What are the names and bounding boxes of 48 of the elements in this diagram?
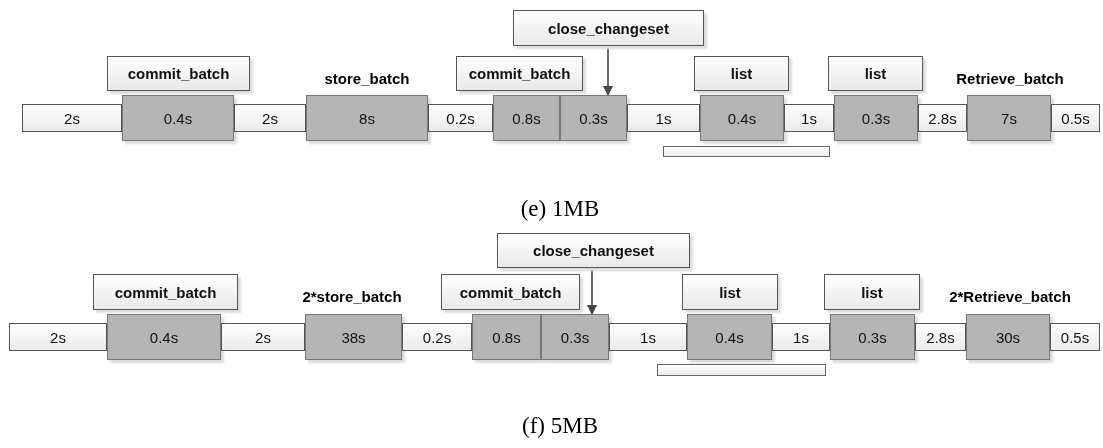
wait-segment: 0.5s xyxy=(1050,323,1100,351)
call-box: list xyxy=(824,274,920,310)
call-segment: 0.3s xyxy=(541,314,609,360)
call-segment: 0.3s xyxy=(830,314,915,360)
call-box: list xyxy=(694,56,789,91)
call-segment: 30s xyxy=(966,314,1050,360)
call-segment: 0.4s xyxy=(700,95,784,141)
arrow xyxy=(587,267,597,315)
wait-segment: 2s xyxy=(221,323,305,351)
call-segment: 0.4s xyxy=(687,314,772,360)
wait-segment: 0.2s xyxy=(428,104,493,132)
call-segment: 8s xyxy=(306,95,428,141)
call-box: list xyxy=(828,56,923,91)
call-name: 2*store_batch xyxy=(302,288,402,305)
call-segment: 0.3s xyxy=(560,95,627,141)
call-box: commit_batch xyxy=(107,56,250,91)
span-bar xyxy=(657,364,826,376)
call-segment: 0.4s xyxy=(122,95,234,141)
figure-caption: (f) 5MB xyxy=(522,413,598,439)
wait-segment: 2s xyxy=(234,104,306,132)
wait-segment: 2s xyxy=(22,104,122,132)
wait-segment: 0.5s xyxy=(1051,104,1100,132)
wait-segment: 1s xyxy=(772,323,830,351)
wait-segment: 2s xyxy=(9,323,107,351)
call-box: list xyxy=(682,274,778,310)
span-bar xyxy=(663,146,830,157)
call-box: commit_batch xyxy=(93,274,238,310)
figure-caption: (e) 1MB xyxy=(520,196,600,222)
wait-segment: 0.2s xyxy=(402,323,472,351)
call-segment: 7s xyxy=(967,95,1051,141)
call-box: commit_batch xyxy=(441,274,580,310)
call-name: 2*Retrieve_batch xyxy=(949,288,1071,305)
call-box: close_changeset xyxy=(497,233,690,268)
call-box: close_changeset xyxy=(513,10,704,46)
wait-segment: 1s xyxy=(627,104,700,132)
call-segment: 0.3s xyxy=(834,95,918,141)
wait-segment: 2.8s xyxy=(918,104,967,132)
arrow xyxy=(603,45,613,96)
wait-segment: 1s xyxy=(609,323,687,351)
wait-segment: 1s xyxy=(784,104,834,132)
wait-segment: 2.8s xyxy=(915,323,966,351)
call-segment: 38s xyxy=(305,314,402,360)
call-name: store_batch xyxy=(324,70,410,87)
call-segment: 0.8s xyxy=(493,95,560,141)
call-segment: 0.4s xyxy=(107,314,221,360)
call-name: Retrieve_batch xyxy=(956,70,1064,87)
call-box: commit_batch xyxy=(456,56,583,91)
call-segment: 0.8s xyxy=(472,314,541,360)
